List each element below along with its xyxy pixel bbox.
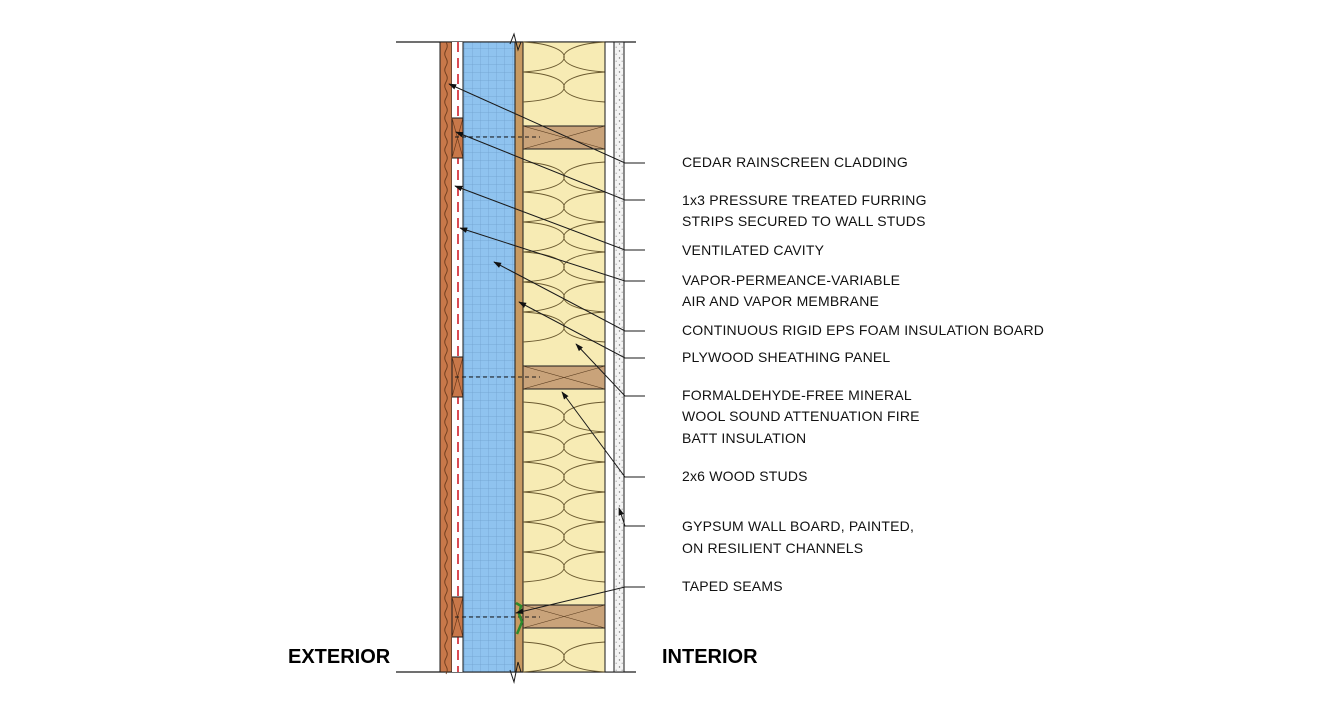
batt-lobe <box>522 281 606 313</box>
batt-lobe <box>522 551 606 583</box>
label-cladding: CEDAR RAINSCREEN CLADDING <box>682 154 908 170</box>
leader-cladding <box>448 83 645 164</box>
batt-lobe <box>522 191 606 223</box>
batt-lobe <box>522 71 606 103</box>
batt-lobe <box>522 311 606 343</box>
eps-foam-board <box>462 41 516 673</box>
leader-mineral-wool <box>575 343 645 397</box>
label-eps: CONTINUOUS RIGID EPS FOAM INSULATION BOA… <box>682 322 1044 338</box>
batt-lobe <box>522 401 606 433</box>
batt-lobe <box>522 41 606 73</box>
batt-lobe <box>522 461 606 493</box>
label-studs: 2x6 WOOD STUDS <box>682 468 808 484</box>
label-mineral-wool: FORMALDEHYDE-FREE MINERAL WOOL SOUND ATT… <box>682 387 924 446</box>
resilient-channel-gap <box>604 41 615 673</box>
callout-labels: CEDAR RAINSCREEN CLADDING 1x3 PRESSURE T… <box>682 154 1044 594</box>
batt-lobe <box>522 221 606 253</box>
leader-studs <box>561 391 645 478</box>
leader-seams <box>515 586 645 615</box>
leader-eps <box>493 261 645 332</box>
label-cavity: VENTILATED CAVITY <box>682 242 825 258</box>
label-plywood: PLYWOOD SHEATHING PANEL <box>682 349 890 365</box>
leader-gypsum <box>618 507 645 527</box>
label-seams: TAPED SEAMS <box>682 578 783 594</box>
batt-lobe <box>522 521 606 553</box>
exterior-label: EXTERIOR <box>288 646 391 668</box>
interior-label: INTERIOR <box>662 646 758 668</box>
leader-furring <box>455 131 645 201</box>
wood-studs <box>522 125 606 629</box>
label-gypsum: GYPSUM WALL BOARD, PAINTED, ON RESILIENT… <box>682 518 918 556</box>
leader-lines <box>448 83 645 615</box>
label-membrane: VAPOR-PERMEANCE-VARIABLE AIR AND VAPOR M… <box>682 272 904 309</box>
batt-lobe <box>522 491 606 523</box>
batt-lobe <box>522 641 606 673</box>
break-symbols <box>509 32 522 684</box>
leader-plywood <box>518 301 645 359</box>
leader-cavity <box>454 185 645 251</box>
cedar-cladding <box>439 41 453 675</box>
label-furring: 1x3 PRESSURE TREATED FURRING STRIPS SECU… <box>682 192 931 229</box>
leader-membrane <box>459 227 645 282</box>
batt-lobe <box>522 161 606 193</box>
batt-lobe <box>522 431 606 463</box>
